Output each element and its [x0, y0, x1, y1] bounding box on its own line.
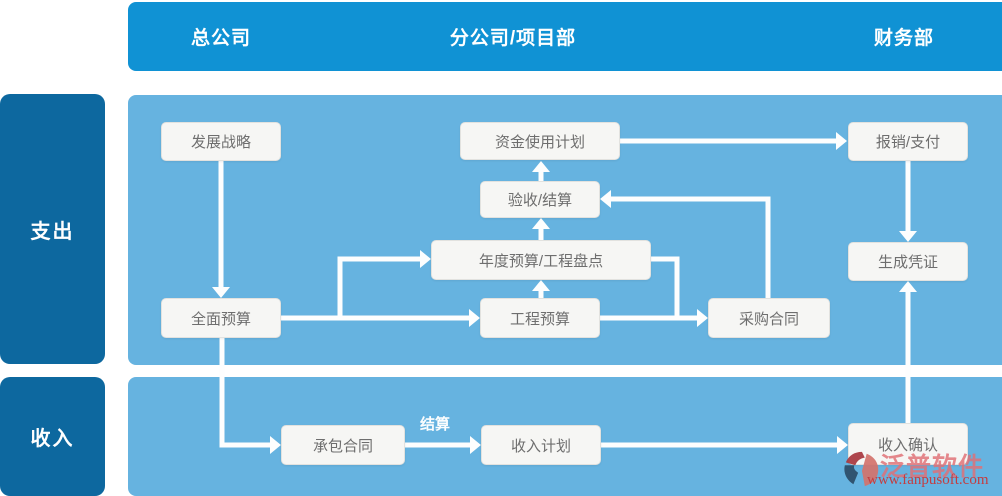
node-fund-use-plan: 资金使用计划 — [460, 122, 620, 160]
edge-label-settlement: 结算 — [419, 416, 450, 433]
node-contracting-contract: 承包合同 — [281, 425, 405, 465]
watermark-url: www.fanpusoft.com — [867, 472, 989, 488]
node-development-strategy: 发展战略 — [161, 122, 281, 161]
node-acceptance-settlement: 验收/结算 — [480, 181, 600, 218]
column-header-head-office: 总公司 — [190, 28, 252, 49]
node-income-confirmation: 收入确认 — [848, 423, 968, 465]
row-label-expenditure: 支出 — [0, 94, 105, 364]
watermark: 泛普软件 www.fanpusoft.com — [840, 447, 1000, 492]
column-header-finance: 财务部 — [873, 28, 935, 49]
node-purchase-contract: 采购合同 — [708, 298, 830, 338]
node-overall-budget: 全面预算 — [161, 298, 281, 338]
node-generate-voucher: 生成凭证 — [848, 242, 968, 281]
node-income-plan: 收入计划 — [481, 425, 601, 465]
node-reimbursement-payment: 报销/支付 — [848, 122, 968, 161]
node-annual-budget-inventory: 年度预算/工程盘点 — [431, 240, 651, 280]
header-bar: 总公司 分公司/项目部 财务部 — [128, 2, 1002, 71]
column-header-branch-project: 分公司/项目部 — [449, 28, 577, 49]
row-label-income: 收入 — [0, 377, 105, 496]
node-project-budget: 工程预算 — [480, 298, 600, 338]
watermark-brand: 泛普软件 — [880, 453, 985, 481]
fanpu-logo-icon — [844, 451, 879, 487]
